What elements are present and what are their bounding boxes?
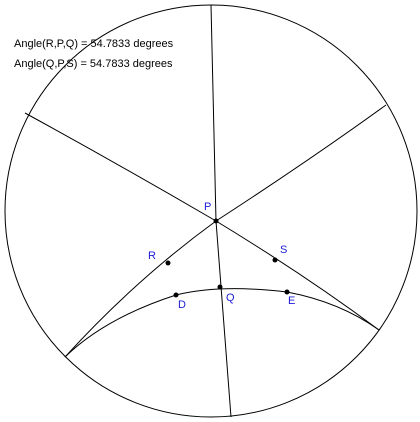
point-R[interactable]	[165, 260, 171, 266]
point-E[interactable]	[284, 289, 290, 295]
line-upper-left	[24, 112, 217, 222]
label-R: R	[148, 250, 156, 262]
point-D[interactable]	[173, 292, 179, 298]
line-upper-right	[215, 104, 387, 222]
angle-QPS-readout: Angle(Q,P,S) = 54.7833 degrees	[14, 58, 173, 70]
point-S[interactable]	[272, 257, 278, 263]
line-bottom	[215, 220, 232, 418]
label-Q: Q	[226, 292, 235, 304]
angle-RPQ-readout: Angle(R,P,Q) = 54.7833 degrees	[14, 38, 174, 50]
label-P: P	[204, 201, 211, 213]
point-Q[interactable]	[217, 284, 223, 290]
line-top	[210, 4, 217, 222]
line-lower-left	[64, 220, 217, 358]
line-lower-right	[215, 220, 380, 331]
label-E: E	[288, 295, 295, 307]
point-P[interactable]	[213, 218, 219, 224]
label-D: D	[178, 299, 186, 311]
label-S: S	[280, 244, 287, 256]
